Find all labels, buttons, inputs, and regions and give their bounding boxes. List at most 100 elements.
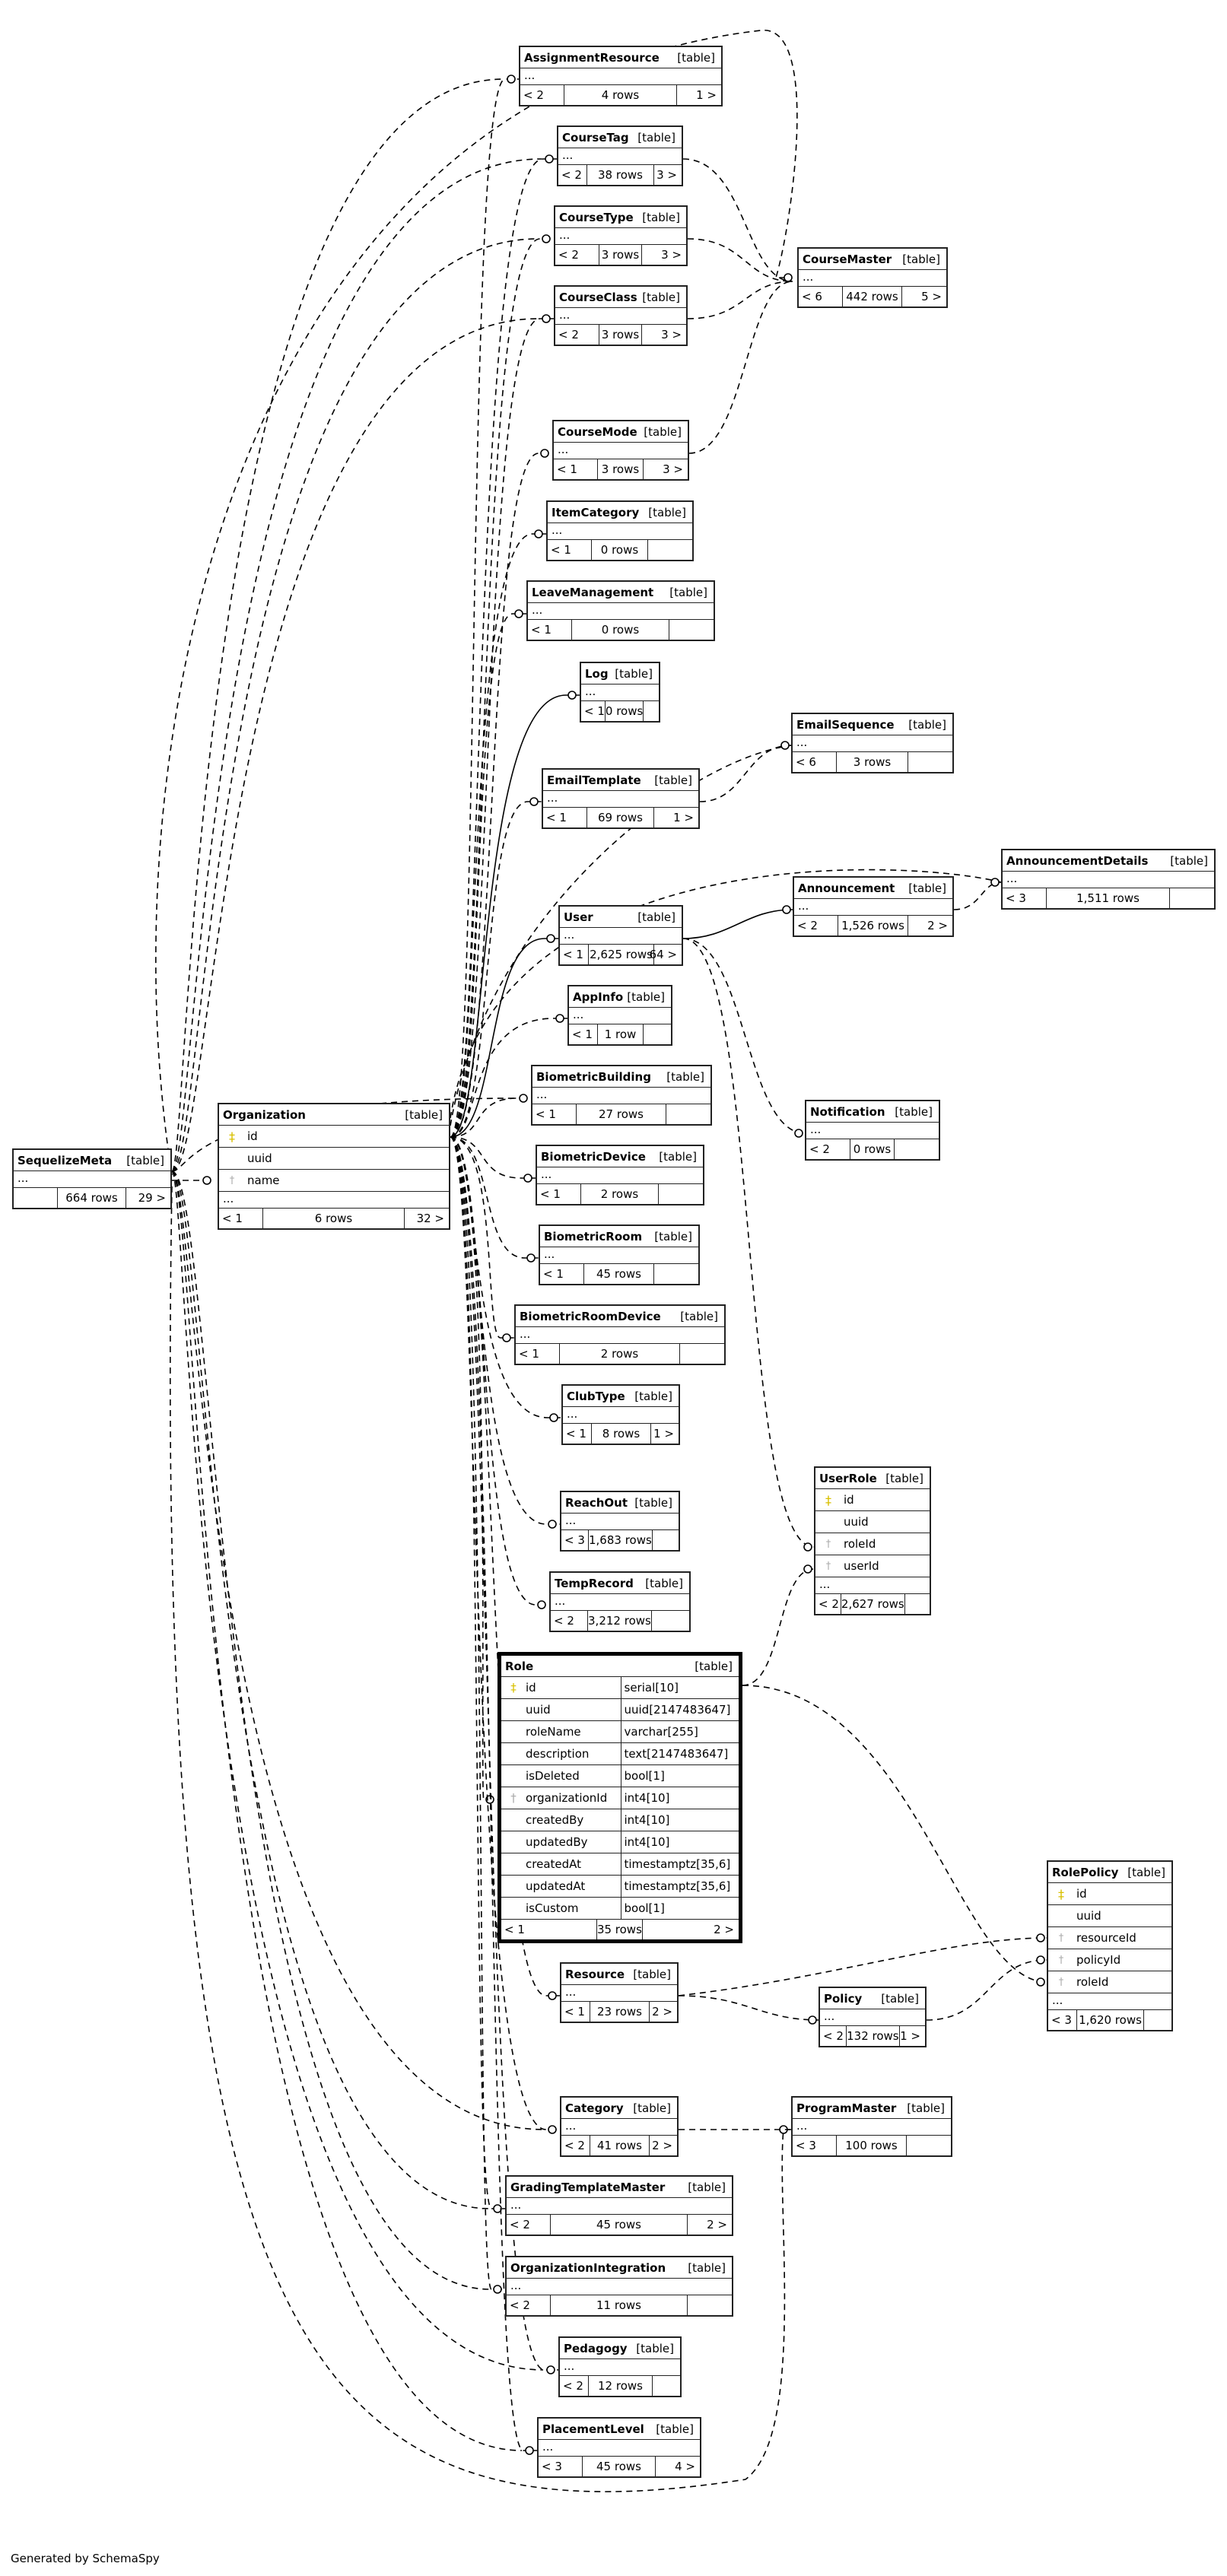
parents-count[interactable]: < 1 [563,1424,592,1444]
children-count[interactable]: 29 > [138,1191,166,1205]
table-name[interactable]: ItemCategory [552,505,640,519]
table-name[interactable]: SequelizeMeta [17,1153,113,1167]
parents-count[interactable]: < 2 [507,2295,551,2315]
table-name[interactable]: Notification [810,1104,885,1119]
table-name[interactable]: Category [565,2101,624,2115]
parents-count[interactable]: < 2 [815,1594,841,1614]
parents-count[interactable]: < 1 [581,701,606,721]
parents-count[interactable]: < 2 [551,1611,589,1631]
table-name[interactable]: TempRecord [555,1576,634,1590]
table-name[interactable]: ClubType [567,1389,625,1403]
parents-count[interactable]: < 1 [561,2002,590,2022]
table-name[interactable]: BiometricRoom [544,1229,643,1244]
children-count[interactable] [1144,2010,1171,2030]
parents-count[interactable] [14,1188,58,1208]
table-name[interactable]: AssignmentResource [524,50,660,65]
parents-count[interactable]: < 1 [543,808,587,827]
table-name[interactable]: User [564,910,593,924]
children-count[interactable]: 1 > [673,811,694,824]
children-count[interactable]: 1 > [696,88,717,102]
parents-count[interactable]: < 2 [820,2026,847,2046]
parents-count[interactable]: < 2 [507,2215,551,2235]
parents-count[interactable]: < 2 [558,165,587,185]
children-count[interactable] [653,2376,680,2396]
children-count[interactable] [680,1344,724,1364]
children-count[interactable] [644,701,659,721]
parents-count[interactable]: < 1 [537,1184,581,1204]
table-name[interactable]: RolePolicy [1052,1865,1119,1879]
children-count[interactable]: 64 > [649,948,677,961]
table-name[interactable]: EmailSequence [796,717,895,732]
table-name[interactable]: CourseType [559,210,634,224]
children-count[interactable]: 1 > [653,1427,674,1440]
table-name[interactable]: OrganizationIntegration [510,2260,666,2275]
table-name[interactable]: Log [585,666,609,681]
children-count[interactable]: 2 > [652,2005,672,2019]
children-count[interactable] [654,1264,698,1284]
children-count[interactable]: 2 > [927,919,948,932]
children-count[interactable]: 5 > [921,290,942,303]
table-name[interactable]: EmailTemplate [547,773,641,787]
parents-count[interactable]: < 1 [528,620,572,640]
table-name[interactable]: CourseTag [562,130,629,145]
table-name[interactable]: BiometricDevice [541,1149,646,1164]
parents-count[interactable]: < 1 [554,459,598,479]
parents-count[interactable]: < 2 [794,916,838,935]
children-count[interactable] [659,1184,703,1204]
parents-count[interactable]: < 6 [793,752,837,772]
children-count[interactable]: 4 > [675,2460,695,2473]
children-count[interactable] [644,1024,671,1044]
parents-count[interactable]: < 1 [548,540,592,560]
table-name[interactable]: BiometricRoomDevice [520,1309,661,1323]
children-count[interactable] [895,1139,939,1159]
parents-count[interactable]: < 1 [516,1344,560,1364]
children-count[interactable] [648,540,692,560]
parents-count[interactable]: < 1 [560,945,589,964]
parents-count[interactable]: < 2 [560,2376,589,2396]
table-name[interactable]: Resource [565,1967,625,1981]
children-count[interactable] [908,752,952,772]
table-name[interactable]: PlacementLevel [542,2422,644,2436]
children-count[interactable]: 3 > [663,462,683,476]
children-count[interactable] [653,1530,679,1550]
parents-count[interactable]: < 6 [799,287,843,307]
children-count[interactable] [1170,888,1214,908]
parents-count[interactable]: < 3 [1048,2010,1077,2030]
table-name[interactable]: GradingTemplateMaster [510,2180,666,2194]
children-count[interactable]: 2 > [714,1923,734,1936]
parents-count[interactable]: < 1 [501,1920,597,1939]
table-name[interactable]: CourseMaster [803,252,892,266]
table-name[interactable]: AppInfo [573,989,624,1004]
children-count[interactable] [688,2295,732,2315]
table-name[interactable]: CourseClass [559,290,637,304]
parents-count[interactable]: < 1 [532,1104,577,1124]
children-count[interactable] [905,1594,930,1614]
